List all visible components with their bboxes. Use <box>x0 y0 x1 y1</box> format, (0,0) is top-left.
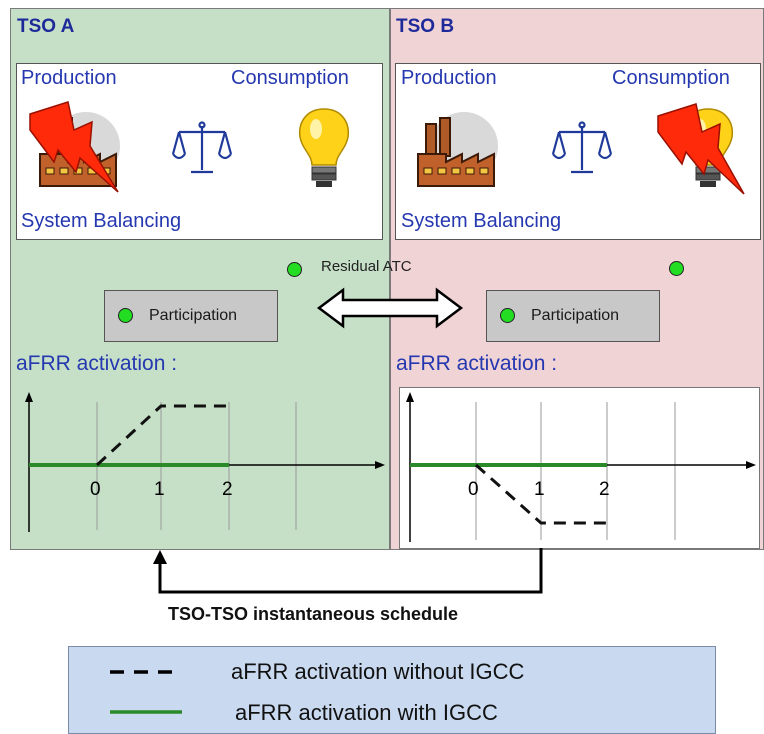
legend-dashed-label: aFRR activation without IGCC <box>231 659 525 684</box>
tso-a-consumption-label: Consumption <box>231 67 349 89</box>
tso-a-participation-label: Participation <box>149 307 238 324</box>
status-dot-icon <box>500 308 515 323</box>
status-dot-icon <box>118 308 133 323</box>
legend-solid-swatch <box>110 710 182 714</box>
status-dot-icon <box>287 262 302 277</box>
tso-b-participation-box <box>486 290 660 342</box>
scales-icon <box>171 121 233 174</box>
x-axis-arrow <box>375 461 385 469</box>
tso-b-afrr-label: aFRR activation : <box>396 352 558 375</box>
tso-a-participation-box <box>104 290 278 342</box>
factory-icon <box>417 112 498 187</box>
schedule-label: TSO-TSO instantaneous schedule <box>168 604 459 624</box>
tso-b-tick-0: 0 <box>468 479 479 500</box>
schedule-arrow <box>153 548 543 594</box>
status-dot-icon <box>669 261 684 276</box>
tso-b-production-label: Production <box>401 67 497 89</box>
residual-atc-label: Residual ATC <box>321 258 412 275</box>
y-axis-arrow <box>406 392 414 402</box>
tso-b-participation-label: Participation <box>531 307 620 324</box>
lightbulb-icon <box>298 108 350 187</box>
lightning-bolt-icon <box>29 101 119 193</box>
tso-a-afrr-label: aFRR activation : <box>16 352 178 375</box>
tso-b-consumption-label: Consumption <box>612 67 730 89</box>
tso-a-tick-0: 0 <box>90 479 101 500</box>
x-axis-arrow <box>746 461 756 469</box>
tso-b-title: TSO B <box>396 16 455 37</box>
tso-a-title: TSO A <box>17 16 75 37</box>
tso-a-balancing-label: System Balancing <box>21 210 182 232</box>
no-igcc-line <box>475 463 609 525</box>
tso-a-production-label: Production <box>21 67 117 89</box>
legend-solid-label: aFRR activation with IGCC <box>235 700 498 725</box>
lightning-bolt-icon <box>657 103 745 195</box>
tso-b-tick-1: 1 <box>534 479 545 500</box>
tso-a-afrr-chart <box>25 392 385 532</box>
scales-icon <box>551 121 613 174</box>
double-arrow-icon <box>316 287 464 329</box>
tso-b-afrr-chart <box>406 392 756 542</box>
legend-dashed-swatch <box>110 670 182 674</box>
tso-a-tick-2: 2 <box>222 479 233 500</box>
legend <box>68 646 716 734</box>
tso-b-balancing-label: System Balancing <box>401 210 562 232</box>
y-axis-arrow <box>25 392 33 402</box>
tso-a-tick-1: 1 <box>154 479 165 500</box>
tso-b-tick-2: 2 <box>599 479 610 500</box>
no-igcc-line <box>95 404 229 467</box>
